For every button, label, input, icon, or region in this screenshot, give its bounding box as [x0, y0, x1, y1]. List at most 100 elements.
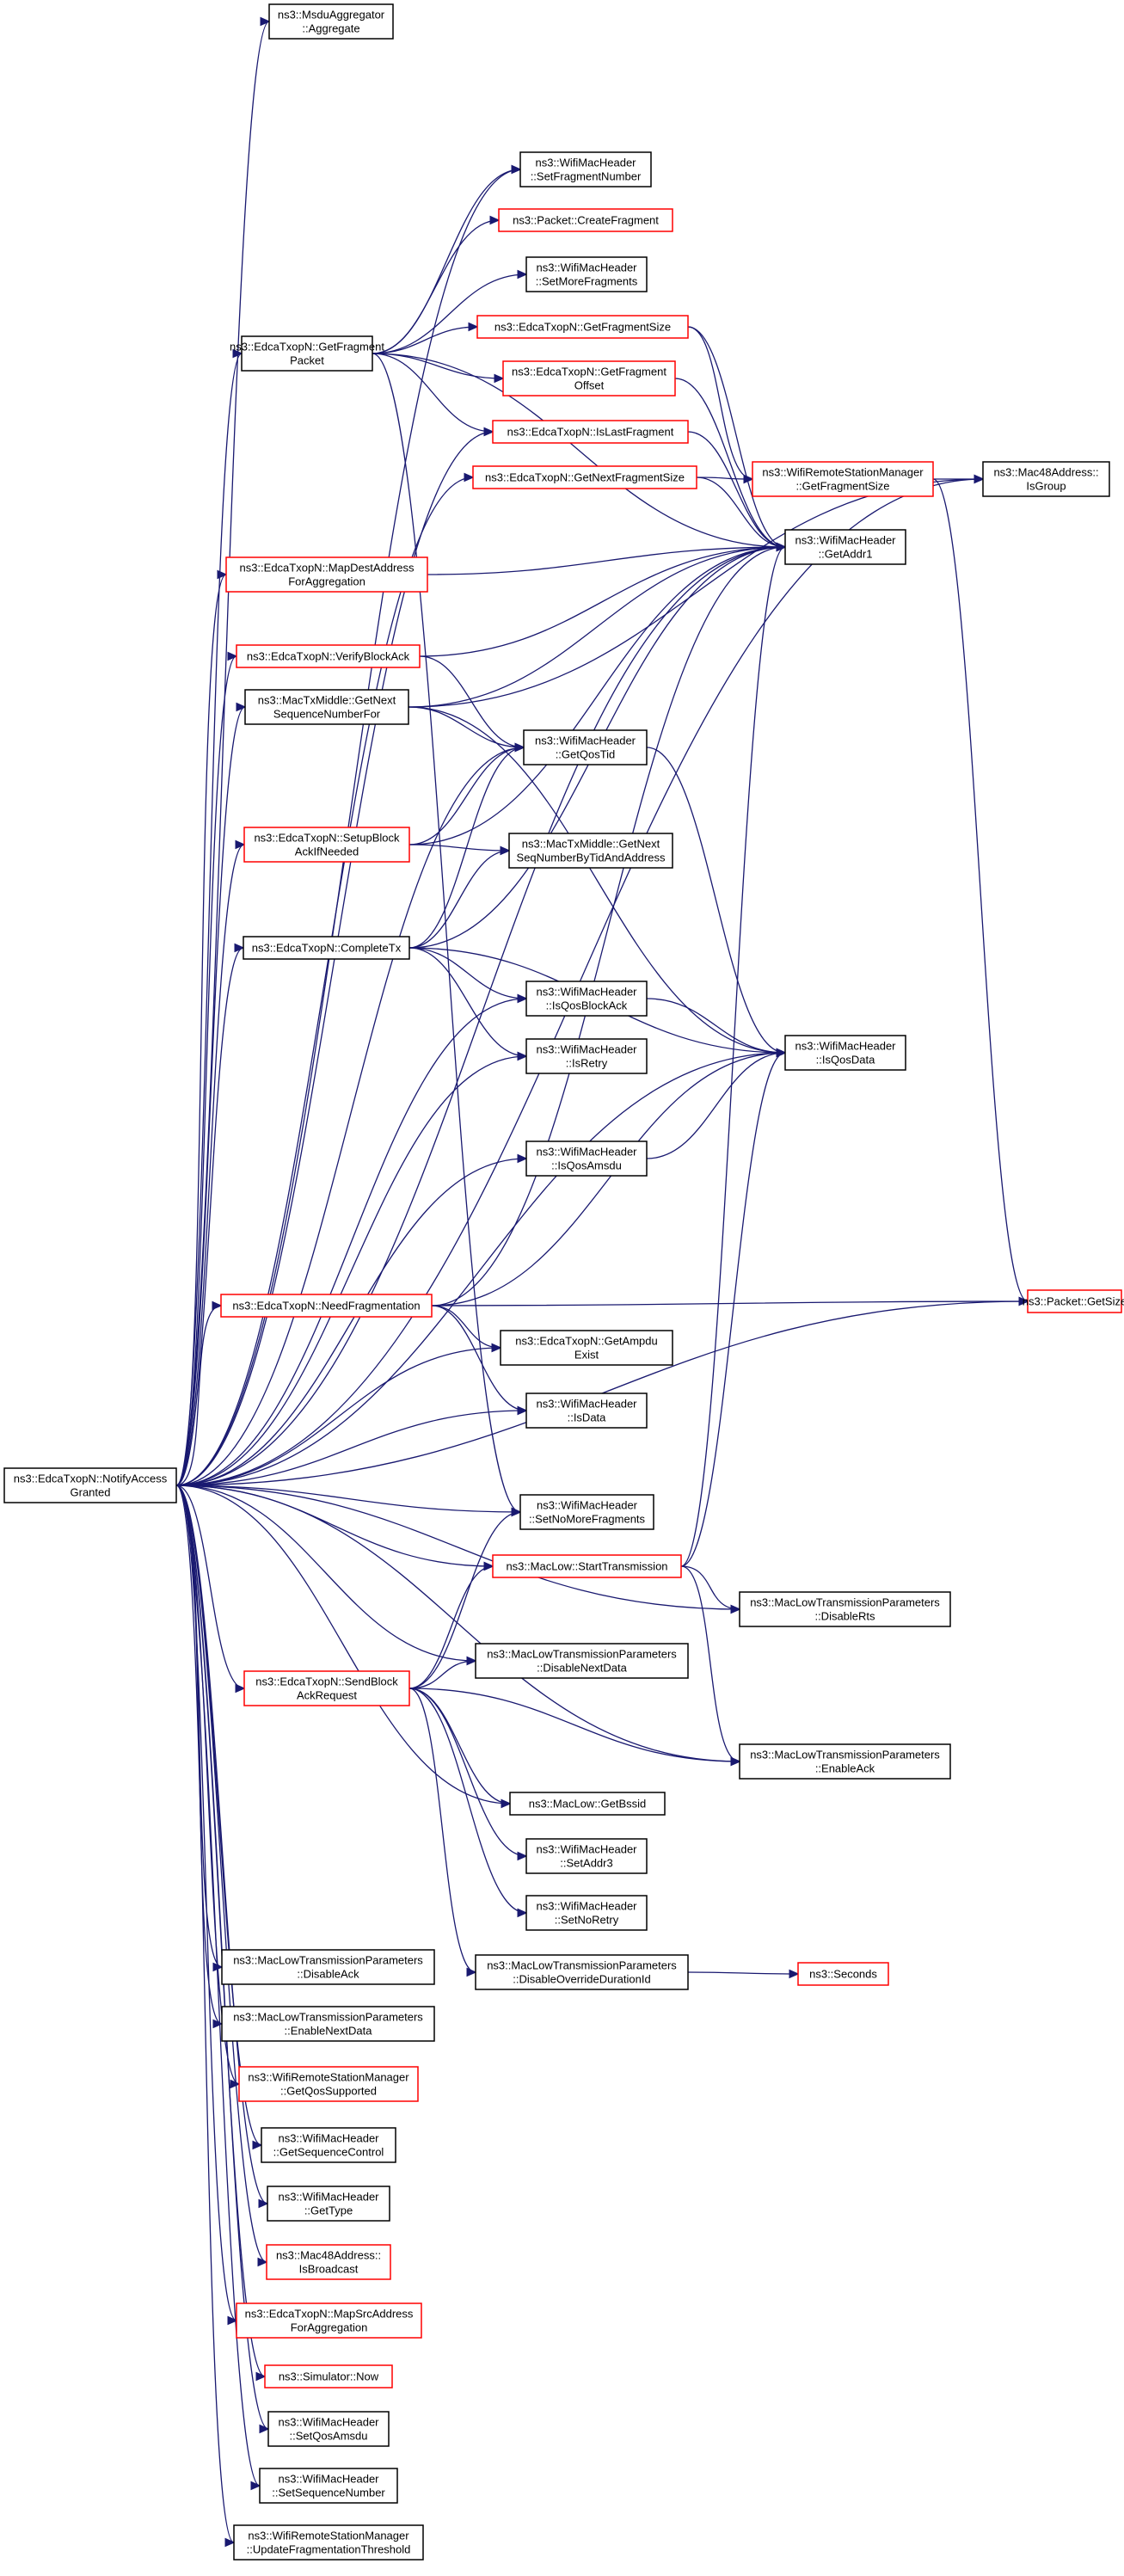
node-label-map_src-line-0: ns3::EdcaTxopN::MapSrcAddress — [245, 2308, 414, 2321]
node-label-complete_tx-line-0: ns3::EdcaTxopN::CompleteTx — [252, 942, 402, 955]
node-verify_ba[interactable]: ns3::EdcaTxopN::VerifyBlockAck — [236, 644, 421, 668]
node-get_addr1[interactable]: ns3::WifiMacHeader::GetAddr1 — [784, 529, 906, 565]
node-is_data[interactable]: ns3::WifiMacHeader::IsData — [525, 1393, 648, 1429]
node-get_next_frag_size[interactable]: ns3::EdcaTxopN::GetNextFragmentSize — [472, 465, 697, 489]
node-need_frag[interactable]: ns3::EdcaTxopN::NeedFragmentation — [220, 1294, 433, 1318]
node-set_frag_num[interactable]: ns3::WifiMacHeader::SetFragmentNumber — [519, 151, 652, 188]
node-disable_next_data[interactable]: ns3::MacLowTransmissionParameters::Disab… — [475, 1643, 689, 1679]
node-is_qos_ba[interactable]: ns3::WifiMacHeader::IsQosBlockAck — [525, 981, 648, 1017]
node-disable_ack[interactable]: ns3::MacLowTransmissionParameters::Disab… — [221, 1949, 435, 1985]
node-seconds[interactable]: ns3::Seconds — [797, 1962, 889, 1986]
node-create_frag[interactable]: ns3::Packet::CreateFragment — [498, 208, 673, 232]
node-get_bssid[interactable]: ns3::MacLow::GetBssid — [509, 1792, 666, 1816]
edge-root-to-is_data — [175, 1411, 526, 1486]
node-is_retry[interactable]: ns3::WifiMacHeader::IsRetry — [525, 1038, 648, 1074]
node-label-set_no_more_frags-line-1: ::SetNoMoreFragments — [529, 1513, 646, 1526]
node-label-get_frag_packet-line-0: ns3::EdcaTxopN::GetFragment — [230, 341, 384, 354]
node-label-disable_rts-line-1: ::DisableRts — [814, 1610, 875, 1623]
node-get_type[interactable]: ns3::WifiMacHeader::GetType — [267, 2186, 390, 2222]
node-box-is_data — [525, 1393, 648, 1429]
node-mac48_is_group[interactable]: ns3::Mac48Address::IsGroup — [982, 461, 1110, 497]
edge-root-to-get_next_seq — [175, 707, 245, 1486]
node-label-get_frag_offset-line-1: Offset — [574, 379, 605, 392]
edge-root-to-get_next_frag_size — [175, 477, 473, 1486]
node-update_frag_threshold[interactable]: ns3::WifiRemoteStationManager::UpdateFra… — [233, 2524, 424, 2561]
node-label-set_seq_number-line-1: ::SetSequenceNumber — [272, 2487, 385, 2499]
node-enable_next_data[interactable]: ns3::MacLowTransmissionParameters::Enabl… — [221, 2006, 435, 2042]
node-get_next_seq[interactable]: ns3::MacTxMiddle::GetNextSequenceNumberF… — [244, 689, 409, 725]
node-label-map_src-line-1: ForAggregation — [291, 2321, 368, 2334]
node-box-map_dest — [225, 556, 428, 593]
node-complete_tx[interactable]: ns3::EdcaTxopN::CompleteTx — [243, 936, 410, 960]
edge-root-to-disable_next_data — [175, 1485, 476, 1661]
node-label-is_qos_amsdu-line-0: ns3::WifiMacHeader — [536, 1146, 637, 1159]
node-enable_ack[interactable]: ns3::MacLowTransmissionParameters::Enabl… — [739, 1743, 951, 1780]
node-label-is_qos_ba-line-0: ns3::WifiMacHeader — [536, 986, 637, 999]
edge-get_next_frag_size-to-wrsm_get_frag_size — [696, 477, 752, 479]
node-box-start_tx — [492, 1554, 682, 1578]
node-get_qos_tid[interactable]: ns3::WifiMacHeader::GetQosTid — [523, 729, 648, 765]
node-get_next_seq_tid[interactable]: ns3::MacTxMiddle::GetNextSeqNumberByTidA… — [508, 833, 673, 869]
edge-root-to-complete_tx — [175, 948, 243, 1486]
edge-root-to-get_addr1 — [175, 547, 785, 1486]
node-label-msdu_agg-line-1: ::Aggregate — [302, 22, 359, 35]
node-disable_override[interactable]: ns3::MacLowTransmissionParameters::Disab… — [475, 1954, 689, 1990]
node-set_no_more_frags[interactable]: ns3::WifiMacHeader::SetNoMoreFragments — [519, 1494, 654, 1530]
node-wrsm_get_frag_size[interactable]: ns3::WifiRemoteStationManager::GetFragme… — [752, 461, 934, 497]
node-box-get_addr1 — [784, 529, 906, 565]
node-label-is_qos_data-line-1: ::IsQosData — [816, 1054, 875, 1067]
edge-get_next_frag_size-to-get_addr1 — [696, 476, 785, 547]
edge-get_frag_packet-to-create_frag — [372, 220, 499, 354]
edge-root-to-need_frag — [175, 1306, 221, 1486]
node-box-disable_override — [475, 1954, 689, 1990]
node-disable_rts[interactable]: ns3::MacLowTransmissionParameters::Disab… — [739, 1591, 951, 1627]
node-get_seq_control[interactable]: ns3::WifiMacHeader::GetSequenceControl — [261, 2127, 396, 2163]
node-set_more_frags[interactable]: ns3::WifiMacHeader::SetMoreFragments — [525, 256, 648, 292]
node-set_qos_amsdu[interactable]: ns3::WifiMacHeader::SetQosAmsdu — [267, 2411, 390, 2447]
edge-get_frag_packet-to-set_no_more_frags — [372, 353, 520, 1512]
node-label-disable_ack-line-1: ::DisableAck — [297, 1968, 359, 1981]
edges-layer — [175, 22, 1028, 2542]
node-label-msdu_agg-line-0: ns3::MsduAggregator — [278, 9, 385, 22]
edge-send_bar-to-disable_override — [408, 1688, 476, 1972]
edge-start_tx-to-get_addr1 — [680, 547, 785, 1567]
node-set_no_retry[interactable]: ns3::WifiMacHeader::SetNoRetry — [525, 1895, 648, 1931]
node-map_dest[interactable]: ns3::EdcaTxopN::MapDestAddressForAggrega… — [225, 556, 428, 593]
edge-is_qos_ba-to-is_qos_data — [646, 998, 785, 1053]
node-is_qos_amsdu[interactable]: ns3::WifiMacHeader::IsQosAmsdu — [525, 1140, 648, 1177]
node-sim_now[interactable]: ns3::Simulator::Now — [264, 2364, 393, 2388]
node-box-sim_now — [264, 2364, 393, 2388]
edge-root-to-send_bar — [175, 1485, 244, 1688]
node-label-set_more_frags-line-1: ::SetMoreFragments — [536, 275, 638, 288]
node-box-set_frag_num — [519, 151, 652, 188]
node-get_frag_size_e[interactable]: ns3::EdcaTxopN::GetFragmentSize — [476, 315, 689, 339]
node-label-sim_now-line-0: ns3::Simulator::Now — [279, 2370, 379, 2383]
node-is_last_frag[interactable]: ns3::EdcaTxopN::IsLastFragment — [492, 420, 689, 444]
node-box-get_next_frag_size — [472, 465, 697, 489]
node-msdu_agg[interactable]: ns3::MsduAggregator::Aggregate — [268, 3, 394, 40]
node-label-enable_ack-line-0: ns3::MacLowTransmissionParameters — [750, 1749, 940, 1761]
node-box-root — [3, 1467, 177, 1503]
node-is_qos_data[interactable]: ns3::WifiMacHeader::IsQosData — [784, 1035, 906, 1071]
node-set_seq_number[interactable]: ns3::WifiMacHeader::SetSequenceNumber — [259, 2468, 398, 2504]
node-box-set_more_frags — [525, 256, 648, 292]
node-label-is_retry-line-0: ns3::WifiMacHeader — [536, 1043, 637, 1056]
node-label-send_bar-line-0: ns3::EdcaTxopN::SendBlock — [255, 1675, 398, 1688]
node-label-mac48_is_group-line-1: IsGroup — [1026, 480, 1066, 493]
node-map_src[interactable]: ns3::EdcaTxopN::MapSrcAddressForAggregat… — [236, 2302, 422, 2339]
node-get_qos_supported[interactable]: ns3::WifiRemoteStationManager::GetQosSup… — [238, 2066, 419, 2102]
node-label-set_more_frags-line-0: ns3::WifiMacHeader — [536, 261, 637, 274]
node-packet_get_size[interactable]: ns3::Packet::GetSize — [1023, 1289, 1124, 1313]
node-start_tx[interactable]: ns3::MacLow::StartTransmission — [492, 1554, 682, 1578]
node-is_broadcast[interactable]: ns3::Mac48Address::IsBroadcast — [266, 2244, 391, 2280]
node-label-get_qos_tid-line-0: ns3::WifiMacHeader — [535, 735, 636, 747]
node-set_addr3[interactable]: ns3::WifiMacHeader::SetAddr3 — [525, 1838, 648, 1874]
node-box-disable_next_data — [475, 1643, 689, 1679]
node-label-root-line-1: Granted — [71, 1486, 111, 1499]
